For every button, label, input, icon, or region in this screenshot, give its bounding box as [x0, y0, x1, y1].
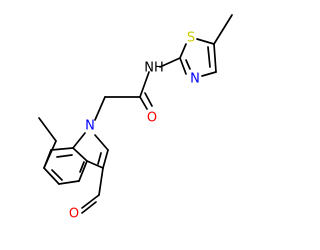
- bond: [179, 57, 187, 75]
- bond: [213, 14, 233, 45]
- bond: [81, 201, 97, 214]
- structure-diagram: N O NH S N O: [38, 14, 233, 222]
- bond: [179, 43, 187, 59]
- bond: [201, 71, 217, 77]
- bond: [94, 96, 106, 121]
- bond: [72, 132, 86, 149]
- bond: [51, 169, 63, 181]
- bond: [98, 167, 104, 196]
- bond: [139, 96, 148, 110]
- bond: [72, 147, 88, 162]
- bond: [213, 43, 217, 73]
- bond: [102, 149, 109, 169]
- bond: [79, 161, 85, 173]
- bond: [43, 149, 52, 169]
- bond: [43, 167, 60, 185]
- atom-s-thiazole: S: [187, 31, 195, 46]
- bond: [38, 117, 57, 142]
- bond: [78, 160, 88, 182]
- bond: [56, 154, 73, 158]
- bond: [159, 57, 181, 68]
- bond: [58, 180, 80, 185]
- bonds: [38, 14, 233, 214]
- bond: [139, 71, 150, 98]
- bond: [196, 38, 215, 45]
- bond: [94, 134, 109, 151]
- atom-o-formyl: O: [69, 207, 79, 222]
- atom-n-indole: N: [85, 119, 95, 134]
- bond: [144, 92, 153, 107]
- bond: [185, 59, 191, 70]
- atom-nh-amide: NH: [144, 61, 164, 76]
- bond: [207, 46, 211, 68]
- atom-labels: N O NH S N O: [69, 31, 200, 222]
- atom-o-amide: O: [147, 111, 157, 126]
- bond: [86, 160, 104, 169]
- bond: [81, 194, 100, 209]
- atom-n-thiazole: N: [190, 72, 200, 87]
- bond: [97, 152, 102, 165]
- bond: [50, 147, 74, 151]
